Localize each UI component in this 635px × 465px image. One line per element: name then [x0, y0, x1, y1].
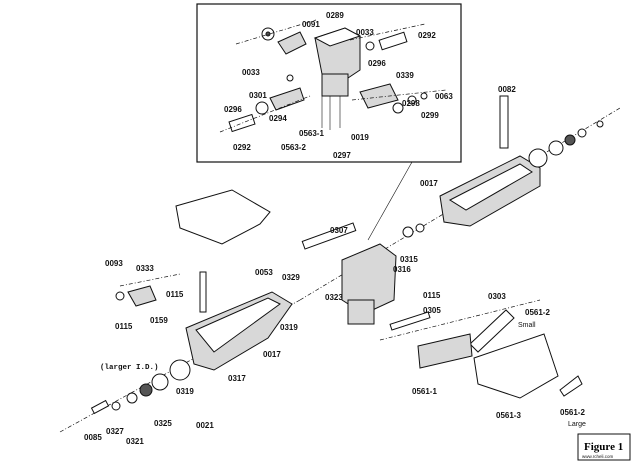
label-0301: 0301: [249, 91, 267, 100]
label-0033-left: 0033: [242, 68, 260, 77]
label-0091: 0091: [302, 20, 320, 29]
label-0327: 0327: [106, 427, 124, 436]
website-credit: www.rcheli.com: [582, 454, 614, 459]
label-0315: 0315: [400, 255, 418, 264]
label-0082: 0082: [498, 85, 516, 94]
label-0319-upper: 0319: [280, 323, 298, 332]
label-0298: 0298: [402, 99, 420, 108]
label-0333: 0333: [136, 264, 154, 273]
label-0033-top: 0033: [356, 28, 374, 37]
control-arm: [115, 285, 157, 307]
label-0294: 0294: [269, 114, 287, 123]
label-0321: 0321: [126, 437, 144, 446]
inset-axis-lines: [219, 19, 447, 133]
label-0323: 0323: [325, 293, 343, 302]
label-0159: 0159: [150, 316, 168, 325]
label-0561-2-small: 0561-2: [525, 308, 550, 317]
label-0561-2-large: 0561-2: [560, 408, 585, 417]
label-0296-right: 0296: [368, 59, 386, 68]
label-0017-top: 0017: [420, 179, 438, 188]
label-0317: 0317: [228, 374, 246, 383]
label-0325: 0325: [154, 419, 172, 428]
label-0063: 0063: [435, 92, 453, 101]
label-0017-bottom: 0017: [263, 350, 281, 359]
label-0021: 0021: [196, 421, 214, 430]
label-0561-1: 0561-1: [412, 387, 437, 396]
label-0093: 0093: [105, 259, 123, 268]
label-0339: 0339: [396, 71, 414, 80]
center-hub: [301, 222, 425, 325]
label-0115-left: 0115: [166, 290, 184, 299]
label-0085: 0085: [84, 433, 102, 442]
label-0115-right: 0115: [423, 291, 441, 300]
label-0299: 0299: [421, 111, 439, 120]
label-small: Small: [518, 322, 536, 329]
inset-pointer-line: [367, 161, 413, 241]
label-0563-1: 0563-1: [299, 129, 324, 138]
label-large: Large: [568, 421, 586, 428]
label-0292-top: 0292: [418, 31, 436, 40]
label-0563-2: 0563-2: [281, 143, 306, 152]
label-0561-3: 0561-3: [496, 411, 521, 420]
label-0053: 0053: [255, 268, 273, 277]
label-0289: 0289: [326, 11, 344, 20]
label-0303: 0303: [488, 292, 506, 301]
label-0307: 0307: [330, 226, 348, 235]
top-blade: [175, 189, 271, 245]
figure-caption-box: [577, 433, 631, 461]
lower-right-blade: [389, 309, 583, 399]
label-0292-bottom: 0292: [233, 143, 251, 152]
right-blade-grip: [439, 95, 604, 227]
inset-small-parts: [228, 27, 428, 133]
label-0115-bottom: 0115: [115, 322, 133, 331]
label-0305: 0305: [423, 306, 441, 315]
left-blade-grip: [185, 271, 293, 371]
figure-caption: Figure 1: [584, 441, 623, 453]
label-0019: 0019: [351, 133, 369, 142]
label-larger-id: (larger I.D.): [100, 364, 159, 372]
inset-head-block: [313, 27, 362, 130]
label-0297: 0297: [333, 151, 351, 160]
label-0319-lower: 0319: [176, 387, 194, 396]
label-0316: 0316: [393, 265, 411, 274]
label-0296-left: 0296: [224, 105, 242, 114]
left-bearing-stack: [90, 359, 191, 415]
label-0329: 0329: [282, 273, 300, 282]
